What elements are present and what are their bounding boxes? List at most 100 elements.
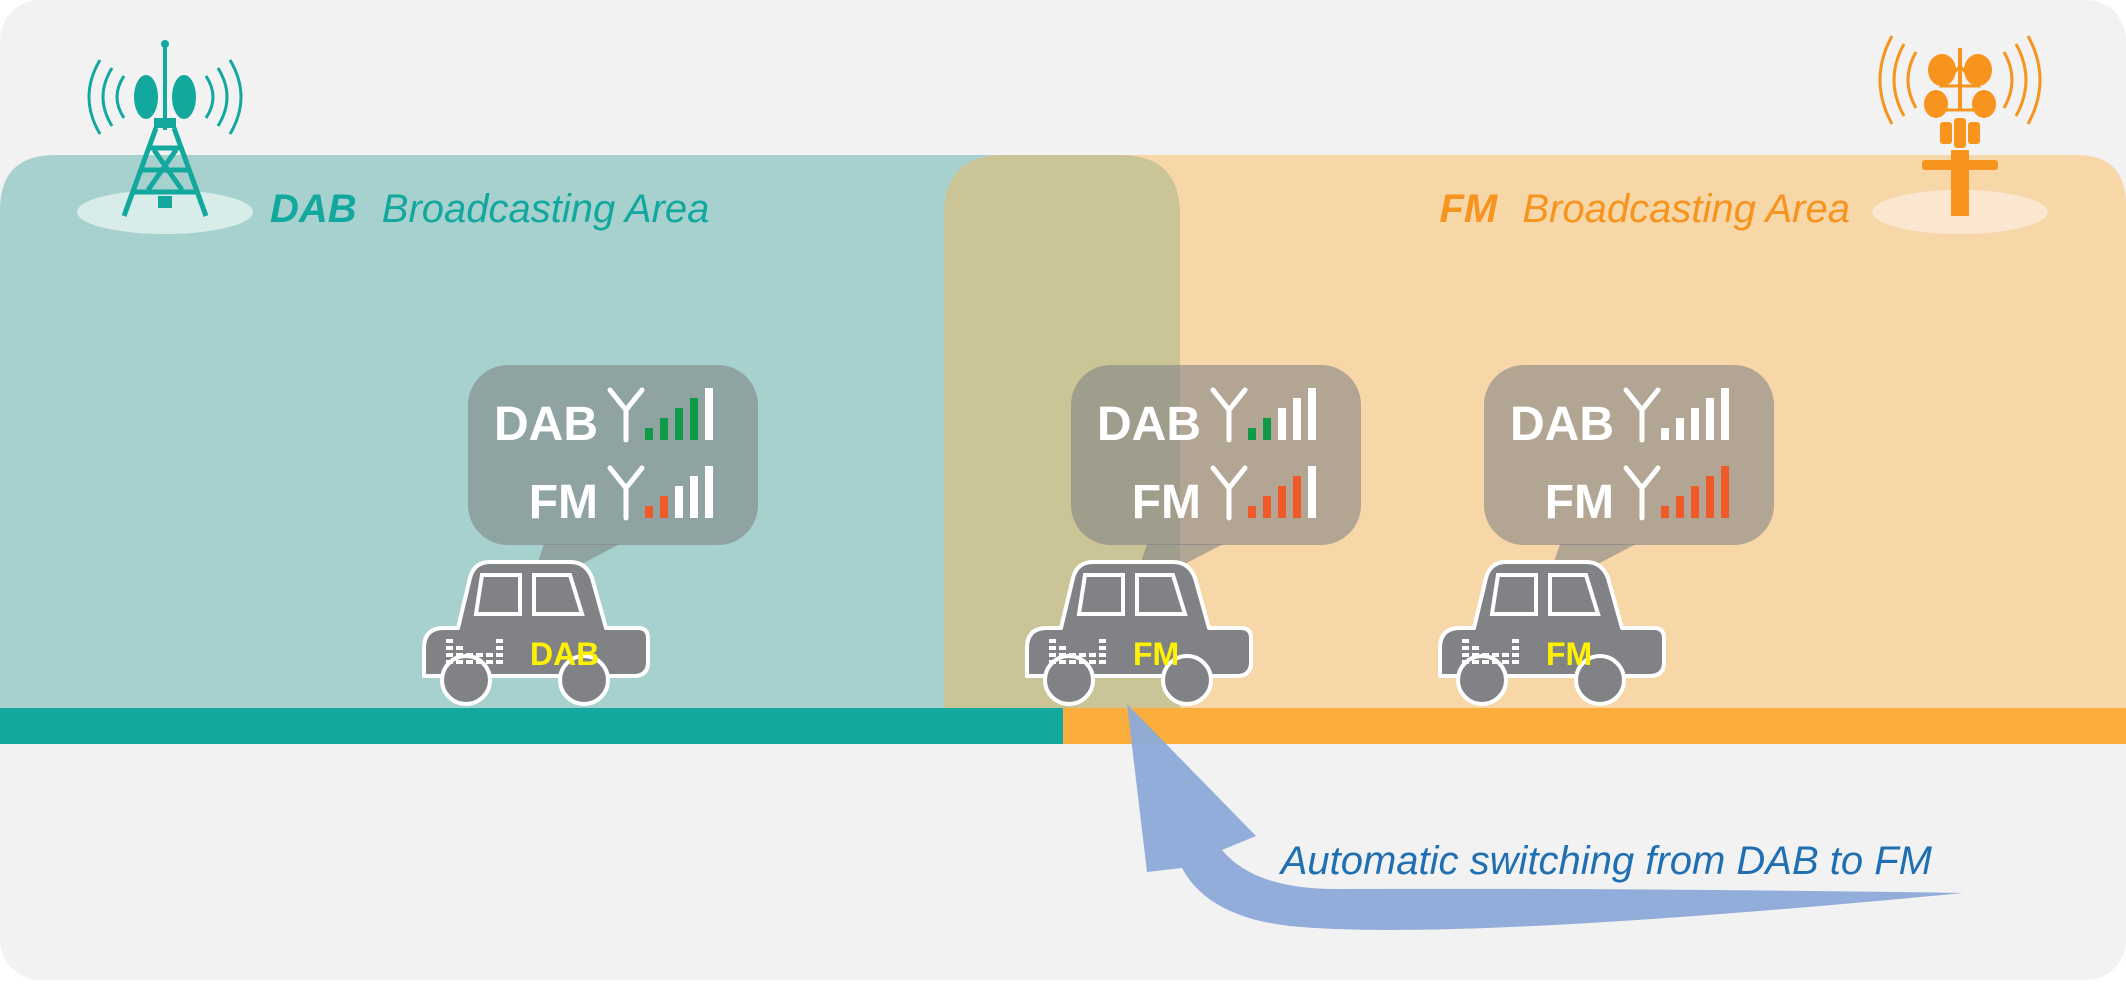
equalizer-bar	[486, 653, 493, 657]
signal-bar	[690, 398, 698, 440]
equalizer-bar	[466, 653, 473, 657]
equalizer-bar	[1512, 646, 1519, 650]
road-dab-segment	[0, 708, 1063, 744]
car-window	[532, 573, 585, 616]
dab-area-title: DAB Broadcasting Area	[270, 187, 709, 231]
equalizer-bar	[1049, 653, 1056, 657]
equalizer-bar	[1079, 660, 1086, 664]
equalizer-bar	[1462, 639, 1469, 643]
equalizer-bar	[1099, 653, 1106, 657]
signal-bar	[1661, 506, 1669, 518]
equalizer-bar	[496, 646, 503, 650]
equalizer-bar	[1492, 660, 1499, 664]
car-wheel	[1574, 654, 1626, 706]
signal-bar	[1676, 496, 1684, 518]
equalizer-bar	[1069, 660, 1076, 664]
signal-bubble	[1071, 365, 1361, 545]
equalizer-bar	[1059, 660, 1066, 664]
signal-label-dab: DAB	[494, 398, 598, 451]
signal-bar	[1263, 418, 1271, 440]
equalizer-bar	[1512, 639, 1519, 643]
equalizer-bar	[1492, 653, 1499, 657]
equalizer-bar	[456, 646, 463, 650]
signal-bar	[1721, 466, 1729, 518]
signal-bar	[1706, 398, 1714, 440]
fm-area-keyword: FM	[1440, 187, 1499, 231]
signal-bubble	[468, 365, 758, 545]
car-group-1: DAB FM DAB	[422, 365, 758, 706]
equalizer-bar	[476, 653, 483, 657]
equalizer-bar	[1059, 653, 1066, 657]
fm-area-title: FM Broadcasting Area	[1440, 187, 1851, 231]
signal-label-fm: FM	[529, 476, 598, 529]
signal-bar	[1278, 408, 1286, 440]
equalizer-bar	[1099, 639, 1106, 643]
signal-label-fm: FM	[1132, 476, 1201, 529]
signal-bar	[1248, 506, 1256, 518]
dab-area-label: Broadcasting Area	[382, 187, 710, 231]
signal-bubble	[1484, 365, 1774, 545]
equalizer-bar	[446, 653, 453, 657]
signal-bar	[1676, 418, 1684, 440]
equalizer-icon	[1462, 639, 1519, 664]
equalizer-bar	[496, 653, 503, 657]
equalizer-bar	[1059, 646, 1066, 650]
signal-bar	[645, 506, 653, 518]
equalizer-bar	[1502, 660, 1509, 664]
equalizer-bar	[1512, 653, 1519, 657]
car-wheel	[558, 654, 610, 706]
signal-bar	[660, 418, 668, 440]
equalizer-bar	[1482, 653, 1489, 657]
equalizer-bar	[1079, 653, 1086, 657]
equalizer-bar	[1049, 639, 1056, 643]
car-window	[1489, 573, 1538, 616]
signal-bar	[660, 496, 668, 518]
equalizer-bar	[1069, 653, 1076, 657]
equalizer-bar	[1099, 646, 1106, 650]
equalizer-bar	[1472, 653, 1479, 657]
signal-bar	[1293, 476, 1301, 518]
equalizer-bar	[1462, 653, 1469, 657]
car-window	[1076, 573, 1125, 616]
equalizer-bar	[496, 639, 503, 643]
equalizer-bar	[446, 646, 453, 650]
signal-bar	[1308, 466, 1316, 518]
equalizer-bar	[446, 660, 453, 664]
signal-bar	[1278, 486, 1286, 518]
fm-area-label: Broadcasting Area	[1522, 187, 1850, 231]
car-mode-label: DAB	[530, 636, 599, 672]
equalizer-bar	[1089, 660, 1096, 664]
equalizer-bar	[1472, 660, 1479, 664]
equalizer-bar	[1472, 646, 1479, 650]
signal-bar	[645, 428, 653, 440]
signal-bar	[1293, 398, 1301, 440]
equalizer-bar	[1512, 660, 1519, 664]
antenna-icon	[1623, 465, 1661, 521]
equalizer-bar	[456, 653, 463, 657]
equalizer-bar	[1462, 660, 1469, 664]
equalizer-bar	[466, 660, 473, 664]
signal-bar	[1691, 408, 1699, 440]
road-fm-segment	[1063, 708, 2126, 744]
equalizer-bar	[446, 639, 453, 643]
signal-label-fm: FM	[1545, 476, 1614, 529]
fm-tower-icon	[1872, 35, 2048, 234]
signal-bar	[690, 476, 698, 518]
equalizer-bar	[1049, 646, 1056, 650]
signal-bar	[1661, 428, 1669, 440]
signal-bar	[1691, 486, 1699, 518]
car-window	[473, 573, 522, 616]
equalizer-bar	[1502, 653, 1509, 657]
equalizer-bar	[1099, 660, 1106, 664]
signal-bar	[1308, 388, 1316, 440]
equalizer-bar	[1482, 660, 1489, 664]
car-window	[1548, 573, 1601, 616]
car-wheel	[1161, 654, 1213, 706]
antenna-icon	[1210, 465, 1248, 521]
antenna-icon	[1623, 387, 1661, 443]
signal-bar	[675, 408, 683, 440]
